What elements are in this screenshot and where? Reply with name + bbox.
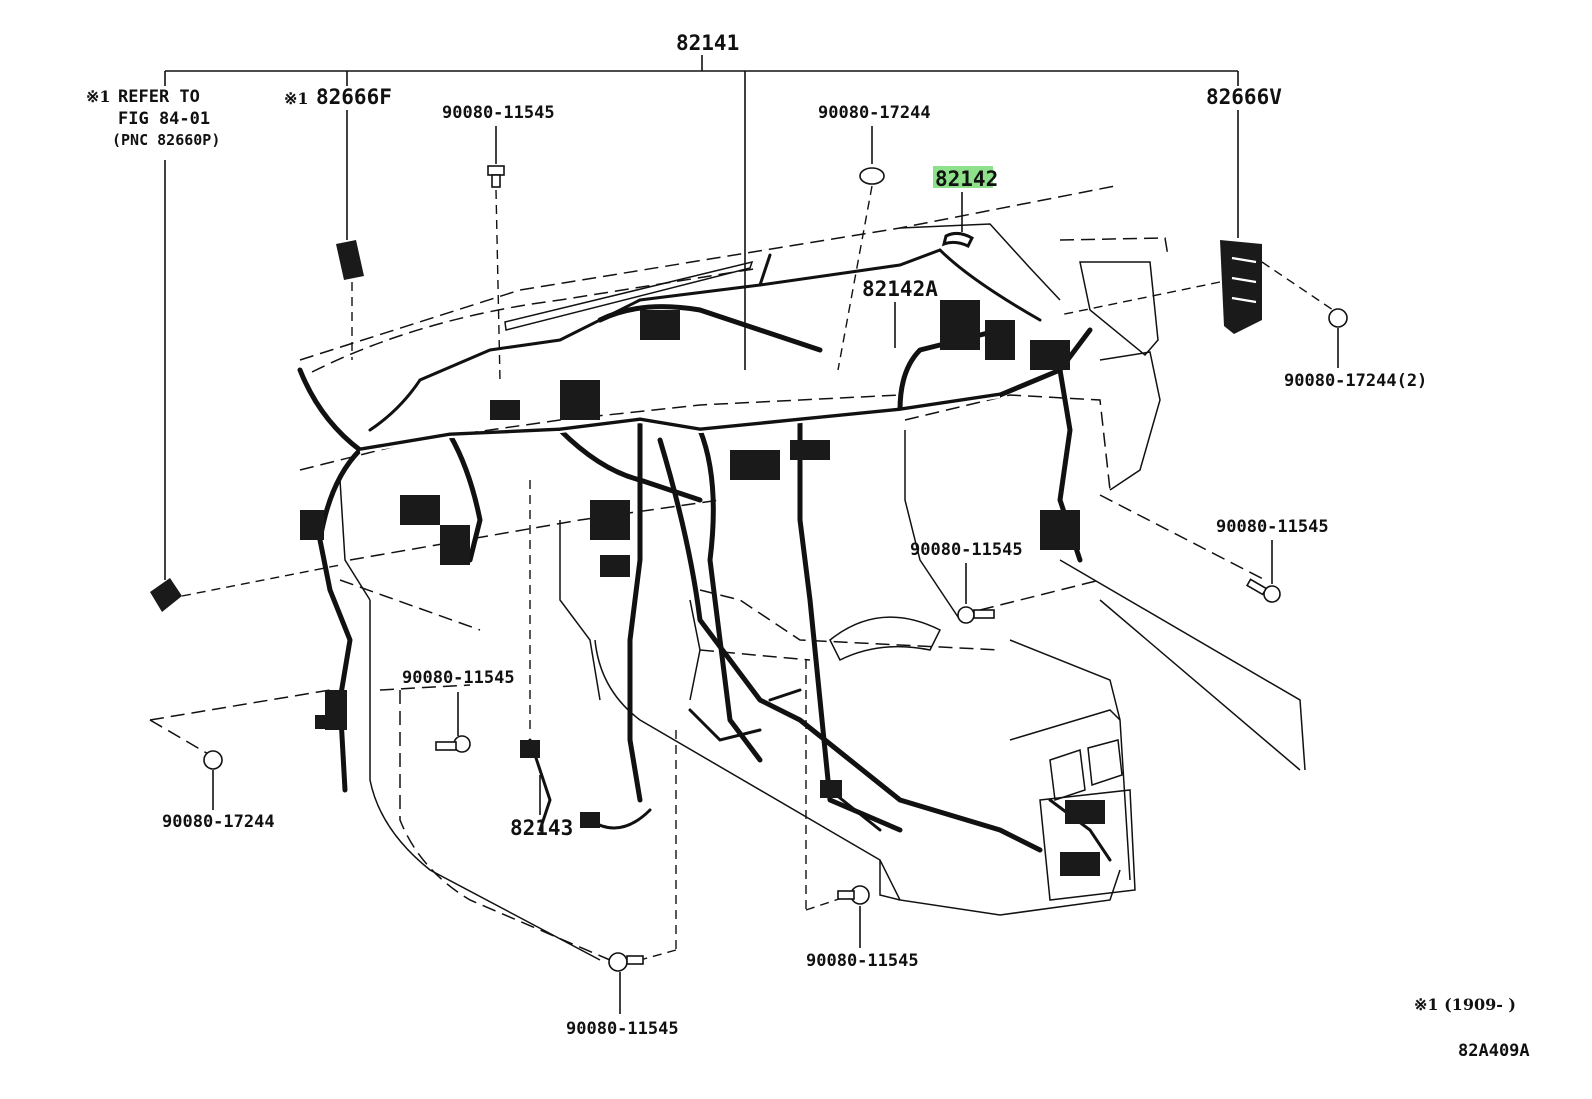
footnote: ※1 (1909- )	[1414, 995, 1516, 1014]
label-82666v[interactable]: 82666V	[1206, 85, 1282, 109]
bolt-bc-icon	[837, 885, 870, 905]
label-bolt-b[interactable]: 90080-11545	[566, 1019, 679, 1039]
relay-block-82666f-icon	[336, 240, 364, 280]
connector-82660p-icon	[150, 578, 182, 612]
label-82142[interactable]: 82142	[935, 167, 998, 191]
label-bolt-l[interactable]: 90080-11545	[402, 668, 515, 688]
note-marker-refer: ※1	[86, 87, 111, 106]
label-clip-17244-2[interactable]: 90080-17244(2)	[1284, 371, 1427, 391]
note-marker-82666f: ※1	[284, 89, 309, 108]
refer-line-2: FIG 84-01	[118, 109, 210, 129]
clip-l-icon	[203, 750, 223, 770]
bolt-l-icon	[435, 735, 471, 753]
label-bolt-c[interactable]: 90080-11545	[910, 540, 1023, 560]
label-82143[interactable]: 82143	[510, 816, 573, 840]
bolt-r-icon	[1245, 578, 1281, 603]
highlight-82142	[933, 166, 993, 188]
harness-connectors	[300, 300, 1105, 876]
connector-82142-icon	[941, 231, 974, 248]
bolt-b-icon	[608, 952, 644, 972]
label-clip-tc[interactable]: 90080-17244	[818, 103, 931, 123]
figure-code: 82A409A	[1458, 1041, 1530, 1061]
label-bolt-tl[interactable]: 90080-11545	[442, 103, 555, 123]
clip-17244-2-icon	[1328, 308, 1348, 328]
relay-block-82666v-icon	[1220, 240, 1262, 334]
label-82142a[interactable]: 82142A	[862, 277, 938, 301]
refer-line-3[interactable]: (PNC 82660P)	[112, 131, 220, 149]
bolt-c-icon	[957, 606, 995, 624]
label-bolt-bc[interactable]: 90080-11545	[806, 951, 919, 971]
label-82141[interactable]: 82141	[676, 31, 739, 55]
label-bolt-r[interactable]: 90080-11545	[1216, 517, 1329, 537]
bolt-tl-icon	[487, 165, 505, 188]
refer-line-1: REFER TO	[118, 87, 200, 107]
main-part-bracket	[164, 55, 1239, 370]
dashboard-outline	[149, 185, 1306, 961]
label-82666f[interactable]: 82666F	[316, 85, 392, 109]
wire-harness-82141	[297, 248, 1112, 862]
clip-tc-icon	[859, 167, 885, 185]
label-clip-l[interactable]: 90080-17244	[162, 812, 275, 832]
